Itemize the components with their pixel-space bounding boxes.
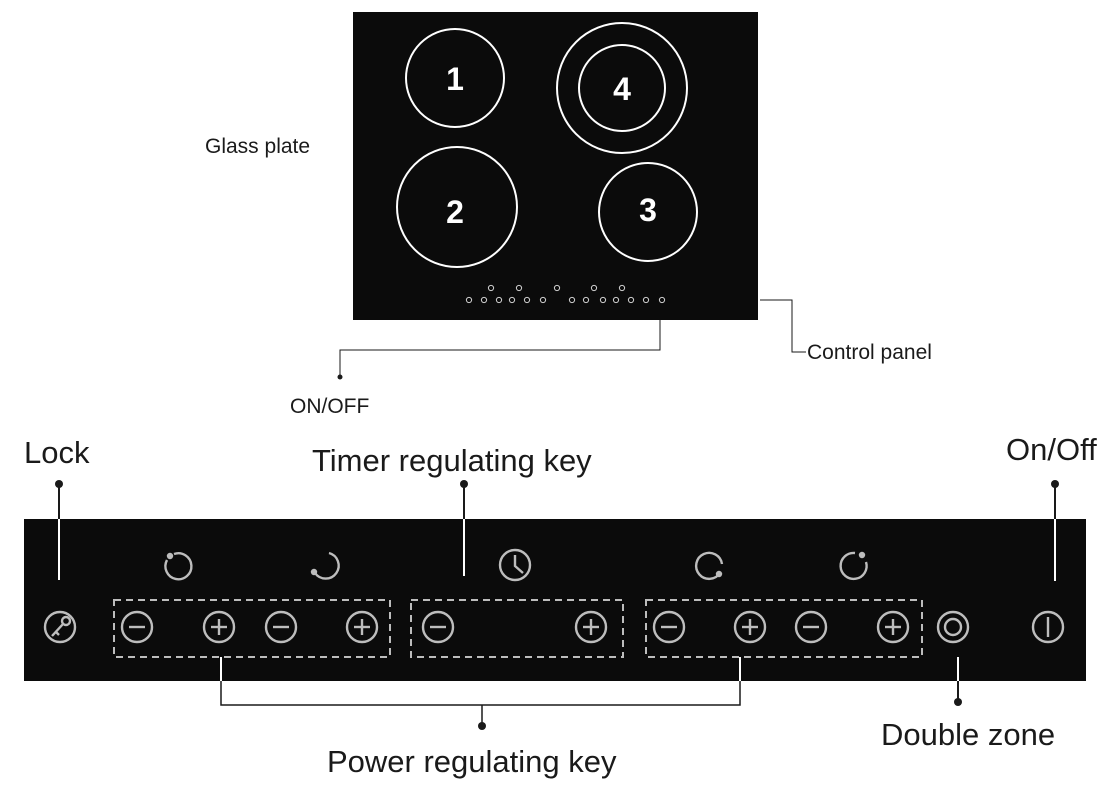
minus-circle-icon[interactable] — [652, 610, 686, 644]
glass-plate-label: Glass plate — [205, 135, 311, 158]
on-off-leader-dot-2 — [1051, 480, 1059, 488]
lock-label: Lock — [24, 435, 90, 470]
cooking-zone-1 — [405, 28, 505, 128]
timer-key-group — [410, 599, 624, 658]
lock-key-icon[interactable] — [43, 610, 77, 644]
plus-circle-icon[interactable] — [733, 610, 767, 644]
power-icon[interactable] — [1031, 610, 1065, 644]
zone-number-3: 3 — [639, 192, 657, 228]
cooking-zone-3 — [598, 162, 698, 262]
on-off-leader — [339, 320, 661, 376]
on-off-label: On/Off — [1006, 432, 1097, 467]
zone-indicator-icon — [164, 552, 193, 581]
power-key-group-left — [113, 599, 391, 658]
on-off-leader-dot — [337, 374, 343, 380]
plus-circle-icon[interactable] — [574, 610, 608, 644]
double-zone-icon[interactable] — [936, 610, 970, 644]
minus-circle-icon[interactable] — [421, 610, 455, 644]
clock-icon — [498, 548, 532, 582]
double-zone-label: Double zone — [881, 717, 1056, 752]
zone-number-4: 4 — [613, 71, 631, 107]
plus-circle-icon[interactable] — [202, 610, 236, 644]
zone-number-2: 2 — [446, 194, 464, 230]
double-zone-leader-dot — [954, 698, 962, 706]
control-panel-label: Control panel — [807, 341, 932, 364]
cooking-zone-2 — [396, 146, 518, 268]
power-key-group-right — [645, 599, 923, 658]
zone-indicator-icon — [695, 551, 724, 580]
minus-circle-icon[interactable] — [120, 610, 154, 644]
control-panel-leader — [760, 299, 806, 353]
zone-indicator-icon — [839, 551, 868, 581]
zone-number-1: 1 — [446, 61, 464, 97]
minus-circle-icon[interactable] — [794, 610, 828, 644]
cooking-zone-4-outer — [556, 22, 688, 154]
plus-circle-icon[interactable] — [345, 610, 379, 644]
power-key-leader-dot — [478, 722, 486, 730]
plus-circle-icon[interactable] — [876, 610, 910, 644]
zone-indicator-icon — [310, 551, 340, 580]
glass-plate — [353, 12, 758, 320]
minus-circle-icon[interactable] — [264, 610, 298, 644]
timer-leader-dot — [460, 480, 468, 488]
timer-key-label: Timer regulating key — [312, 443, 592, 478]
cooking-zone-4-inner — [578, 44, 666, 132]
on-off-small-label: ON/OFF — [290, 395, 370, 418]
lock-leader-dot — [55, 480, 63, 488]
mini-control-panel — [465, 284, 666, 304]
power-key-label: Power regulating key — [327, 744, 617, 779]
